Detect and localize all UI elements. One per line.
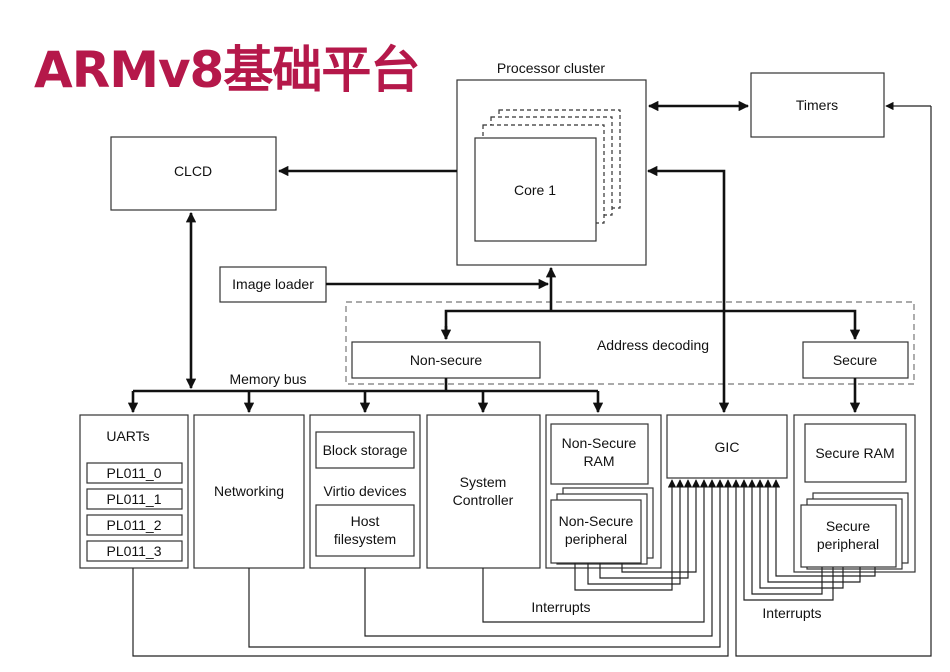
non-secure-box — [351, 341, 541, 379]
uart-item-3-label: PL011_3 — [106, 543, 161, 559]
secure-peripheral-label-1: Secure — [826, 518, 871, 534]
uart-item-3 — [86, 540, 183, 562]
non-secure-peripheral-label-2: peripheral — [565, 531, 627, 547]
uart-item-0 — [86, 462, 183, 484]
system-controller-label-1: System — [460, 474, 507, 490]
interrupt-lines — [132, 101, 932, 657]
non-secure-peripheral-label-1: Non-Secure — [559, 513, 634, 529]
virtio-devices-label: Virtio devices — [323, 483, 406, 499]
host-filesystem-label-2: filesystem — [334, 531, 396, 547]
processor-cluster-label: Processor cluster — [497, 60, 605, 76]
secure-ram-label: Secure RAM — [815, 445, 894, 461]
non-secure-peripheral-box — [550, 499, 642, 564]
address-decoding-region — [345, 301, 915, 385]
clcd-box — [110, 136, 277, 211]
non-secure-ram-label-2: RAM — [583, 453, 614, 469]
non-secure-ram-label-1: Non-Secure — [562, 435, 637, 451]
system-controller-label-2: Controller — [453, 492, 514, 508]
image-loader-label: Image loader — [232, 276, 314, 292]
uart-item-1 — [86, 488, 183, 510]
networking-box — [193, 414, 305, 569]
non-secure-ram-box — [550, 423, 649, 485]
system-controller-box — [426, 414, 541, 569]
non-secure-label: Non-secure — [410, 352, 483, 368]
core-box — [474, 137, 597, 242]
host-filesystem-box — [315, 504, 415, 557]
core-label: Core 1 — [514, 182, 556, 198]
memory-bus-label: Memory bus — [229, 371, 306, 387]
interrupts-label-left: Interrupts — [531, 599, 590, 615]
uart-item-2-label: PL011_2 — [106, 517, 161, 533]
interrupts-label-right: Interrupts — [762, 605, 821, 621]
secure-label: Secure — [833, 352, 878, 368]
block-storage-label: Block storage — [323, 442, 408, 458]
secure-peripheral-label-2: peripheral — [817, 536, 879, 552]
gic-box — [666, 414, 788, 479]
address-decoding-label: Address decoding — [597, 337, 709, 353]
timers-label: Timers — [796, 97, 838, 113]
secure-ram-box — [804, 423, 907, 483]
block-storage-box — [315, 431, 415, 469]
address-decode-split — [444, 309, 861, 341]
clcd-label: CLCD — [174, 163, 212, 179]
uarts-label: UARTs — [106, 428, 149, 444]
gic-label: GIC — [715, 439, 740, 455]
page-title: ARMv8基础平台 — [34, 41, 420, 99]
secure-peripheral-box — [800, 504, 897, 568]
timers-box — [750, 72, 885, 138]
networking-label: Networking — [214, 483, 284, 499]
uart-item-1-label: PL011_1 — [106, 491, 161, 507]
uart-item-2 — [86, 514, 183, 536]
host-filesystem-label-1: Host — [351, 513, 380, 529]
gic-core-link — [646, 165, 730, 414]
uart-item-0-label: PL011_0 — [106, 465, 161, 481]
